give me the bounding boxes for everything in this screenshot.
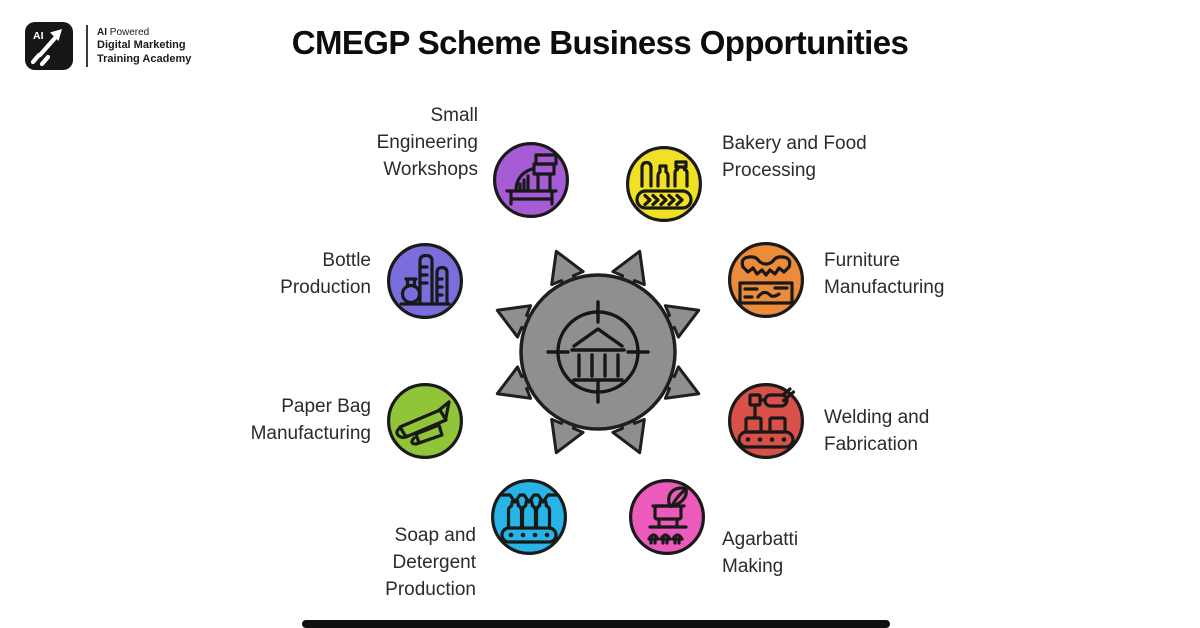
soap-filling-icon <box>500 493 558 544</box>
hub-circle <box>519 273 677 431</box>
page-title: CMEGP Scheme Business Opportunities <box>291 24 909 61</box>
brand-name-line1: Digital Marketing <box>97 39 186 51</box>
node-circle <box>727 241 805 319</box>
node-welding-and-fabrication <box>727 382 805 460</box>
bottle-plant-icon <box>399 253 451 306</box>
node-small-engineering-workshops <box>492 141 570 219</box>
growth-arrow-icon <box>30 35 58 67</box>
arrow-head <box>50 29 62 41</box>
brand-tagline: AI Powered <box>97 26 191 39</box>
engineering-workshop-icon <box>505 153 558 206</box>
label-furniture-manufacturing: Furniture Manufacturing <box>824 250 945 298</box>
paper-bag-icon <box>395 400 451 446</box>
node-circle <box>386 242 464 320</box>
bakery-conveyor-icon <box>635 160 693 210</box>
label-bakery-and-food-processing: Bakery and Food Processing <box>722 133 867 181</box>
node-bakery-and-food-processing <box>625 145 703 223</box>
bank-target-icon <box>546 300 650 404</box>
brand-logo: AI <box>25 22 73 70</box>
furniture-carving-icon <box>738 255 794 305</box>
hub-graphic <box>495 249 701 455</box>
welding-robot-icon <box>737 387 796 449</box>
label-soap-and-detergent-production: Soap and Detergent Production <box>385 525 476 600</box>
label-bottle-production: Bottle Production <box>280 250 371 298</box>
brand-tagline-rest: Powered <box>107 27 150 38</box>
label-agarbatti-making: Agarbatti Making <box>722 529 799 577</box>
central-hub <box>478 232 718 472</box>
label-paper-bag-manufacturing: Paper Bag Manufacturing <box>250 396 371 444</box>
label-small-engineering-workshops: Small Engineering Workshops <box>376 105 478 180</box>
node-paper-bag-manufacturing <box>386 382 464 460</box>
node-bottle-production <box>386 242 464 320</box>
brand-tagline-bold: AI <box>97 27 107 38</box>
footer-bar <box>302 620 890 628</box>
node-circle <box>386 382 464 460</box>
node-furniture-manufacturing <box>727 241 805 319</box>
logo-monogram: AI <box>33 30 44 42</box>
brand-text: AI Powered Digital Marketing Training Ac… <box>97 26 191 66</box>
node-soap-and-detergent-production <box>490 478 568 556</box>
brand-divider <box>86 25 88 67</box>
agarbatti-machine-icon <box>647 486 688 545</box>
brand-logo-mark: AI <box>25 22 73 70</box>
label-welding-and-fabrication: Welding and Fabrication <box>824 407 930 455</box>
brand-name-line2: Training Academy <box>97 52 192 65</box>
node-agarbatti-making <box>628 478 706 556</box>
